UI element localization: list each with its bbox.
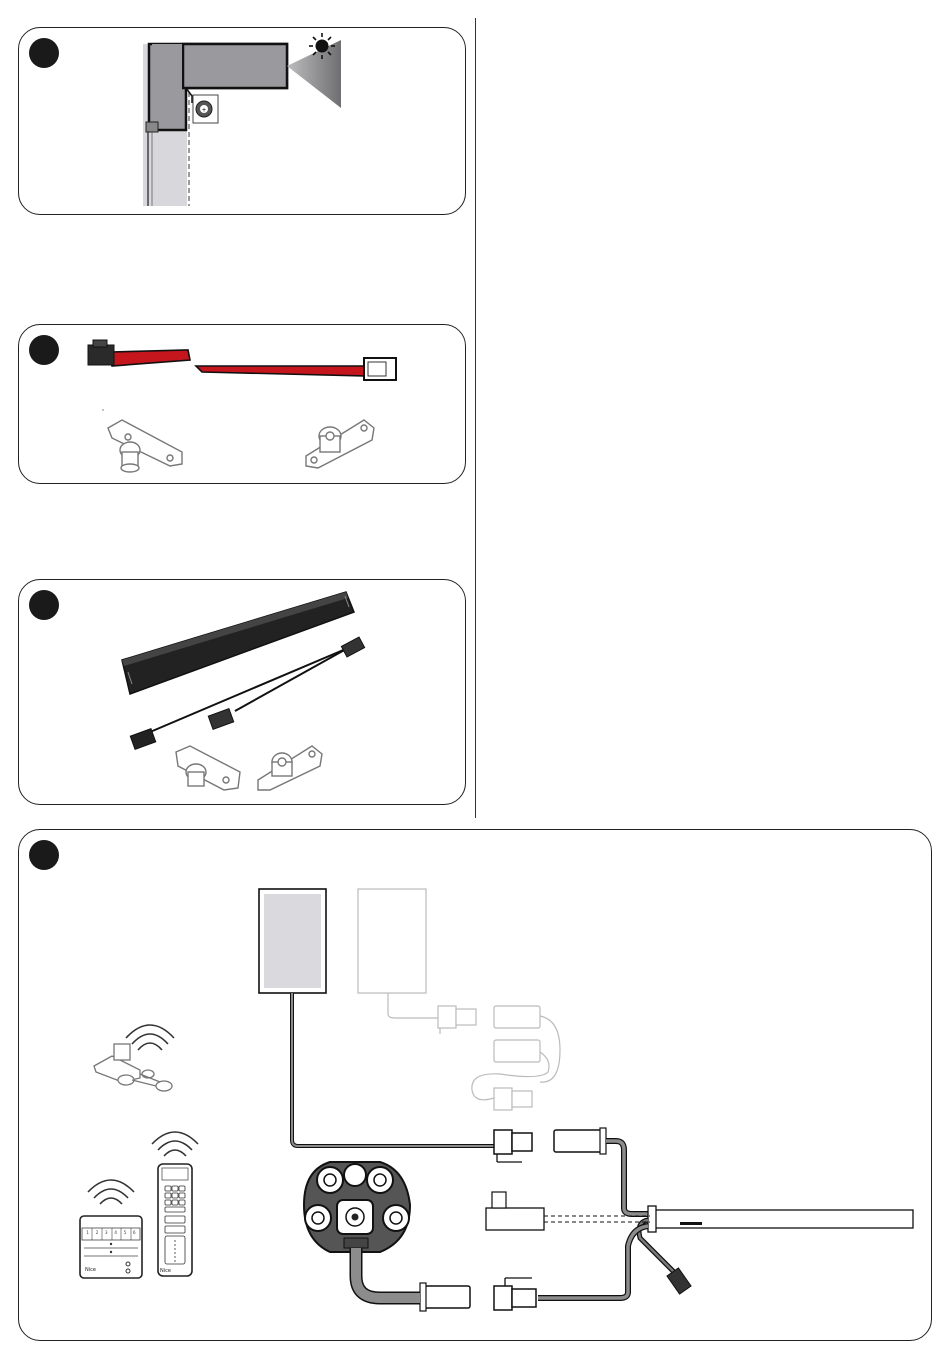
wall-transmitter-keypad-labels: 1 2 3 4 5 6 xyxy=(83,1230,139,1235)
handheld-transmitter-illustration xyxy=(158,1164,192,1276)
handheld-transmitter-brand: Nice xyxy=(160,1268,171,1274)
keypad-label: 4 xyxy=(114,1230,117,1235)
wind-sensor-illustration xyxy=(94,1044,172,1091)
optional-control-unit-box xyxy=(358,889,426,993)
keypad-label: 2 xyxy=(96,1230,99,1235)
sensor-tube xyxy=(652,1210,913,1228)
keypad-label: 1 xyxy=(86,1230,89,1235)
tubular-motor-head xyxy=(304,1162,410,1252)
keypad-label: 6 xyxy=(133,1230,136,1235)
wall-transmitter-brand: Nice xyxy=(85,1267,96,1273)
keypad-label: 5 xyxy=(124,1230,127,1235)
keypad-label: 3 xyxy=(105,1230,108,1235)
